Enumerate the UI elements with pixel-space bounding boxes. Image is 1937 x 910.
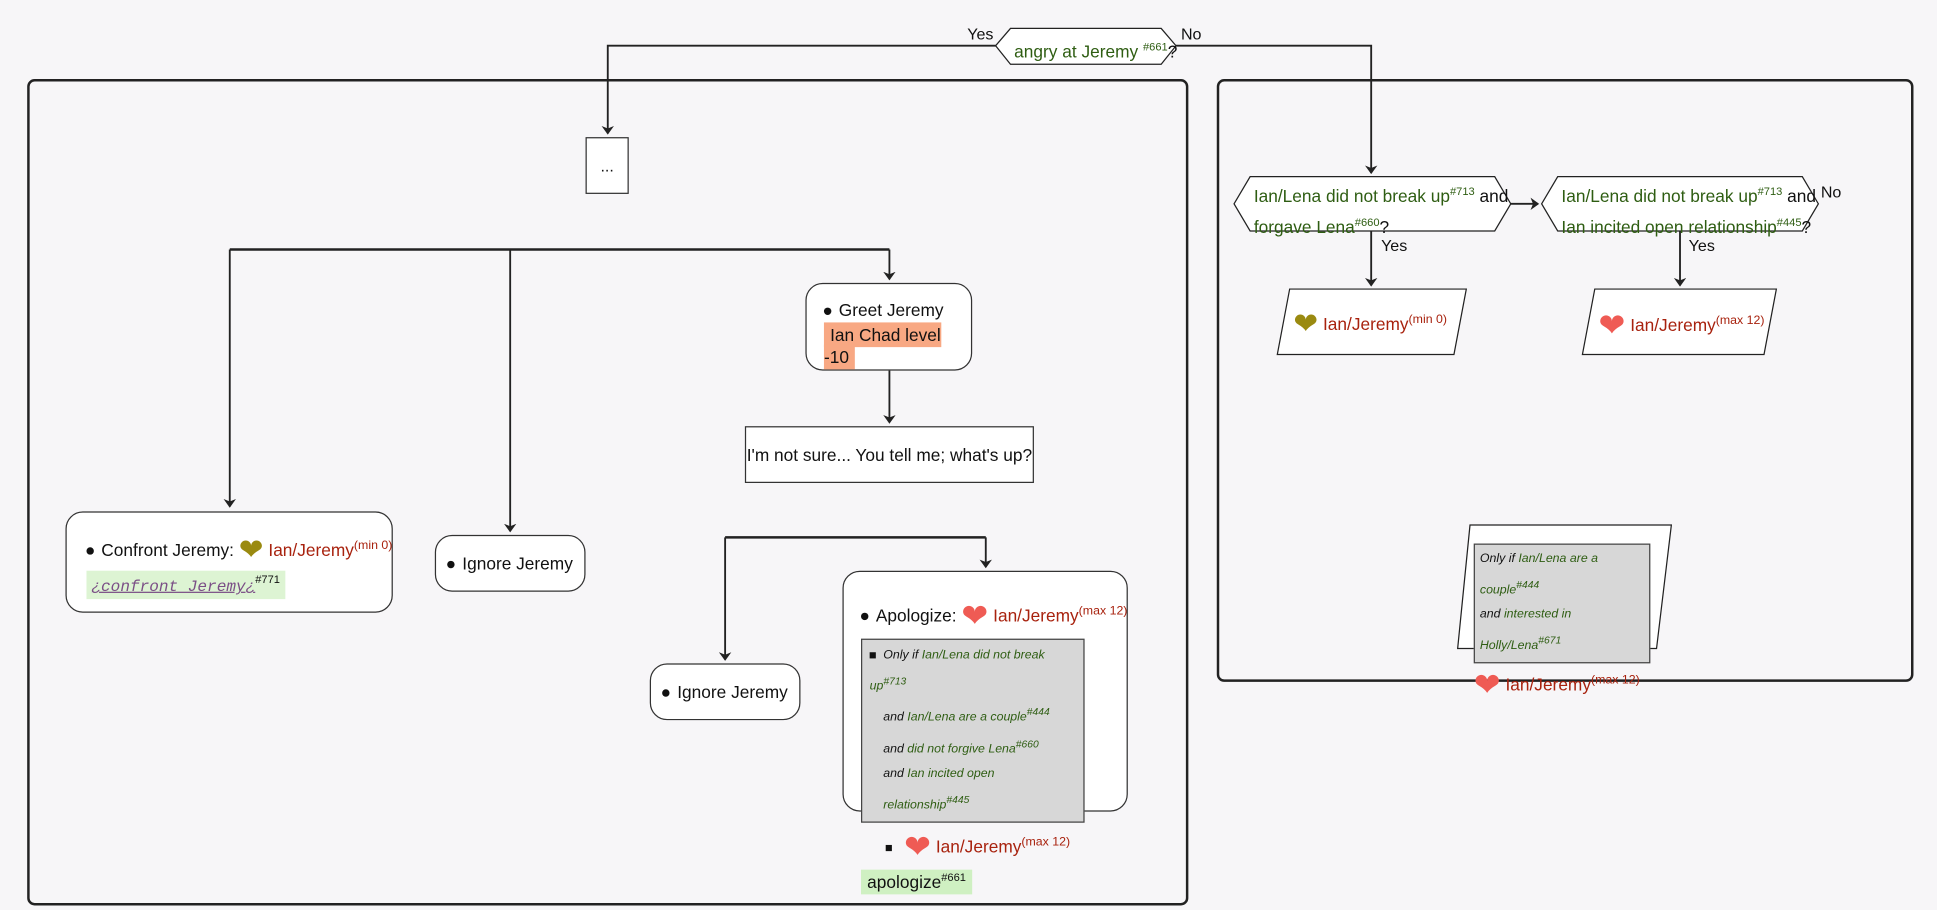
heart-icon: ❤ bbox=[1598, 306, 1626, 344]
bullet-icon bbox=[823, 307, 832, 316]
right-decision-1-yes: Yes bbox=[1381, 235, 1408, 255]
right-output-3[interactable]: Only if Ian/Lena are a couple#444 and in… bbox=[1473, 543, 1651, 704]
ignore-jeremy-choice-1[interactable]: Ignore Jeremy bbox=[434, 534, 586, 592]
top-decision-ref: #661 bbox=[1142, 40, 1168, 54]
right-decision-2-yes: Yes bbox=[1688, 235, 1715, 255]
right-decision-2-no: No bbox=[1820, 182, 1842, 202]
top-yes-label: Yes bbox=[967, 24, 994, 44]
confront-label: Confront Jeremy: bbox=[101, 539, 234, 560]
bullet-icon bbox=[662, 689, 670, 698]
ignore1-label: Ignore Jeremy bbox=[462, 553, 573, 574]
top-decision-text: angry at Jeremy bbox=[1014, 41, 1139, 62]
right-output-1-shape bbox=[1276, 288, 1468, 356]
confront-rel-mod: (min 0) bbox=[353, 539, 393, 553]
broken-heart-icon: ❤ bbox=[1293, 307, 1319, 341]
greet-label: Greet Jeremy bbox=[838, 300, 944, 320]
apologize-rel: Ian/Jeremy bbox=[993, 605, 1079, 626]
right-branch-frame bbox=[1216, 79, 1914, 682]
square-bullet-icon bbox=[885, 845, 892, 852]
right-decision-2[interactable]: Ian/Lena did not break up#713 and Ian in… bbox=[1561, 185, 1816, 237]
greet-jeremy-choice[interactable]: Greet Jeremy Ian Chad level -10 bbox=[805, 282, 973, 371]
right-decision-2-shape bbox=[1540, 176, 1820, 232]
confront-code: ¿confront Jeremy¿ bbox=[91, 577, 256, 596]
greet-reply-box[interactable]: I'm not sure... You tell me; what's up? bbox=[744, 426, 1034, 484]
ignore2-label: Ignore Jeremy bbox=[677, 681, 788, 702]
ellipsis-box[interactable]: ... bbox=[585, 137, 629, 194]
apologize-rel2: Ian/Jeremy bbox=[935, 836, 1022, 857]
confront-code-ref: #771 bbox=[255, 573, 280, 586]
top-decision-qmark: ? bbox=[1167, 41, 1178, 62]
top-decision[interactable]: angry at Jeremy #661? bbox=[1014, 35, 1177, 65]
heart-icon: ❤ bbox=[961, 596, 989, 634]
square-bullet-icon bbox=[869, 652, 876, 659]
right-output-1[interactable]: ❤ Ian/Jeremy(min 0) bbox=[1293, 307, 1447, 341]
apologize-rel2-mod: (max 12) bbox=[1021, 835, 1071, 850]
yes-edge bbox=[601, 44, 996, 135]
broken-heart-icon: ❤ bbox=[238, 533, 264, 568]
right-decision-1[interactable]: Ian/Lena did not break up#713 and forgav… bbox=[1253, 185, 1509, 237]
right-output-3-requirements: Only if Ian/Lena are a couple#444 and in… bbox=[1473, 543, 1651, 663]
top-no-label: No bbox=[1180, 24, 1202, 44]
apologize-flag-tag: apologize#661 bbox=[861, 869, 973, 895]
bullet-icon bbox=[447, 561, 455, 569]
no-edge bbox=[1176, 44, 1378, 175]
chad-level-tag: Ian Chad level -10 bbox=[823, 322, 941, 370]
apologize-requirements: Only if Ian/Lena did not break up#713 an… bbox=[861, 638, 1085, 824]
right-output-2-shape bbox=[1581, 288, 1778, 356]
confront-jeremy-choice[interactable]: Confront Jeremy: ❤ Ian/Jeremy(min 0) ¿co… bbox=[65, 511, 393, 613]
bullet-icon bbox=[86, 547, 94, 556]
apologize-choice[interactable]: Apologize: ❤ Ian/Jeremy(max 12) Only if … bbox=[842, 570, 1128, 895]
right-output-2[interactable]: ❤ Ian/Jeremy(max 12) bbox=[1598, 306, 1765, 344]
apologize-rel-mod: (max 12) bbox=[1078, 604, 1128, 619]
confront-rel: Ian/Jeremy bbox=[268, 539, 354, 560]
heart-icon: ❤ bbox=[1473, 665, 1501, 703]
bullet-icon bbox=[861, 613, 869, 621]
greet-reply-text: I'm not sure... You tell me; what's up? bbox=[746, 444, 1033, 465]
heart-icon: ❤ bbox=[904, 828, 932, 866]
ignore-jeremy-choice-2[interactable]: Ignore Jeremy bbox=[649, 663, 801, 721]
apologize-label: Apologize: bbox=[875, 605, 957, 626]
ellipsis-text: ... bbox=[600, 156, 614, 175]
